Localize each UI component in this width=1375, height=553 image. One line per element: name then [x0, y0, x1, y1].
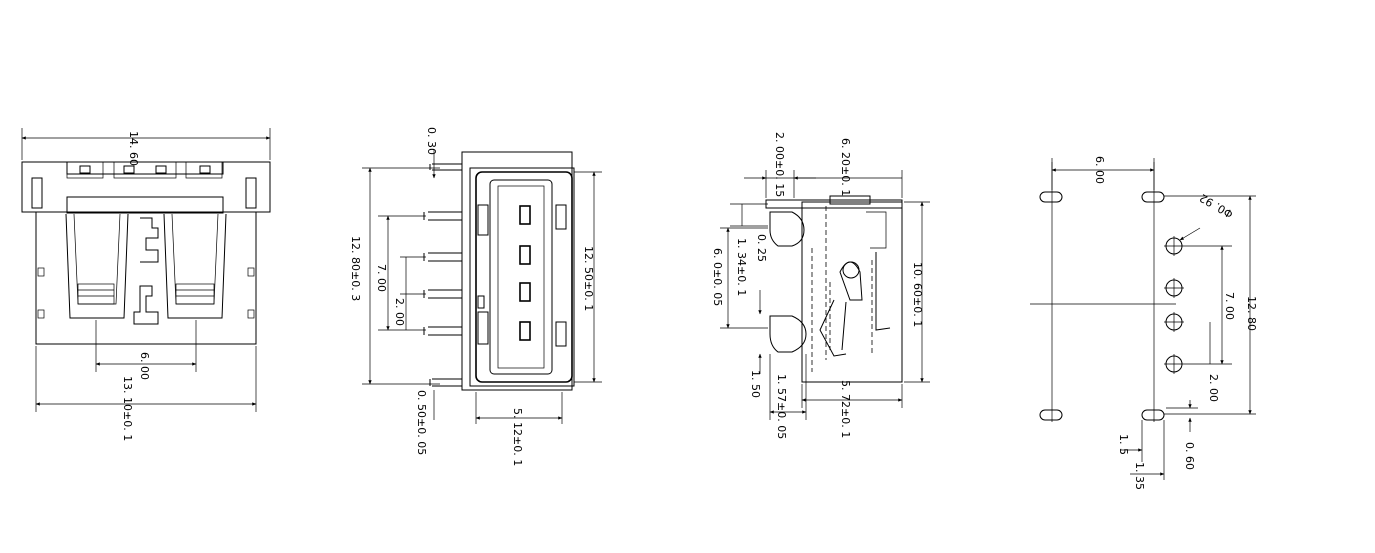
dim-tab: 0. 25	[755, 234, 768, 262]
dim-height-total: 12. 80±0. 3	[349, 236, 362, 301]
footprint-view: 6. 00 Φ0. 92 7. 00 12. 80 2. 00 1. 5 0. …	[1030, 156, 1258, 490]
dim-pin-span: 7. 00	[375, 264, 388, 292]
dim-peg-w: 1. 57±0. 05	[775, 374, 788, 439]
dim-hole-pitch: 2. 00	[1207, 374, 1220, 402]
dim-offset: 1. 34±0. 1	[735, 238, 748, 296]
dim-peg-span: 6. 0±0. 05	[711, 248, 724, 306]
front-view: 14. 60 6. 00 13. 10±0. 1	[21, 128, 271, 441]
dim-width: 5. 72±0. 1	[839, 380, 852, 438]
dim-top-b: 6. 20±0. 1	[839, 138, 852, 196]
dim-depth: 5. 12±0. 1	[511, 408, 524, 466]
dim-tail: 0. 50±0. 05	[415, 390, 428, 455]
dim-plate: 0. 30	[425, 127, 438, 155]
dim-width-top: 14. 60	[127, 131, 140, 166]
dim-spacing: 6. 00	[138, 352, 151, 380]
dim-height: 10. 60±0. 1	[911, 262, 924, 327]
profile-view: 2. 00±0. 15 6. 20±0. 1 0. 25 1. 34±0. 1 …	[711, 132, 930, 439]
dim-width-bottom: 13. 10±0. 1	[121, 376, 134, 441]
side-view: 0. 30 12. 80±0. 3 7. 00 2. 00 12. 50±0. …	[349, 127, 602, 466]
dim-peg: 1. 50	[749, 370, 762, 398]
dim-pin-pitch: 2. 00	[393, 298, 406, 326]
dim-slot-b: 0. 60	[1183, 442, 1196, 470]
dim-height-inner: 12. 50±0. 1	[582, 246, 595, 311]
dim-hole-dia: Φ0. 92	[1197, 191, 1235, 221]
dim-outer-span: 12. 80	[1245, 296, 1258, 331]
dim-hole-span: 7. 00	[1223, 292, 1236, 320]
dim-top-spacing: 6. 00	[1093, 156, 1106, 184]
dim-top-a: 2. 00±0. 15	[773, 132, 786, 197]
dim-slot-a: 1. 5	[1117, 434, 1130, 455]
dim-slot-c: 1. 35	[1133, 462, 1146, 490]
